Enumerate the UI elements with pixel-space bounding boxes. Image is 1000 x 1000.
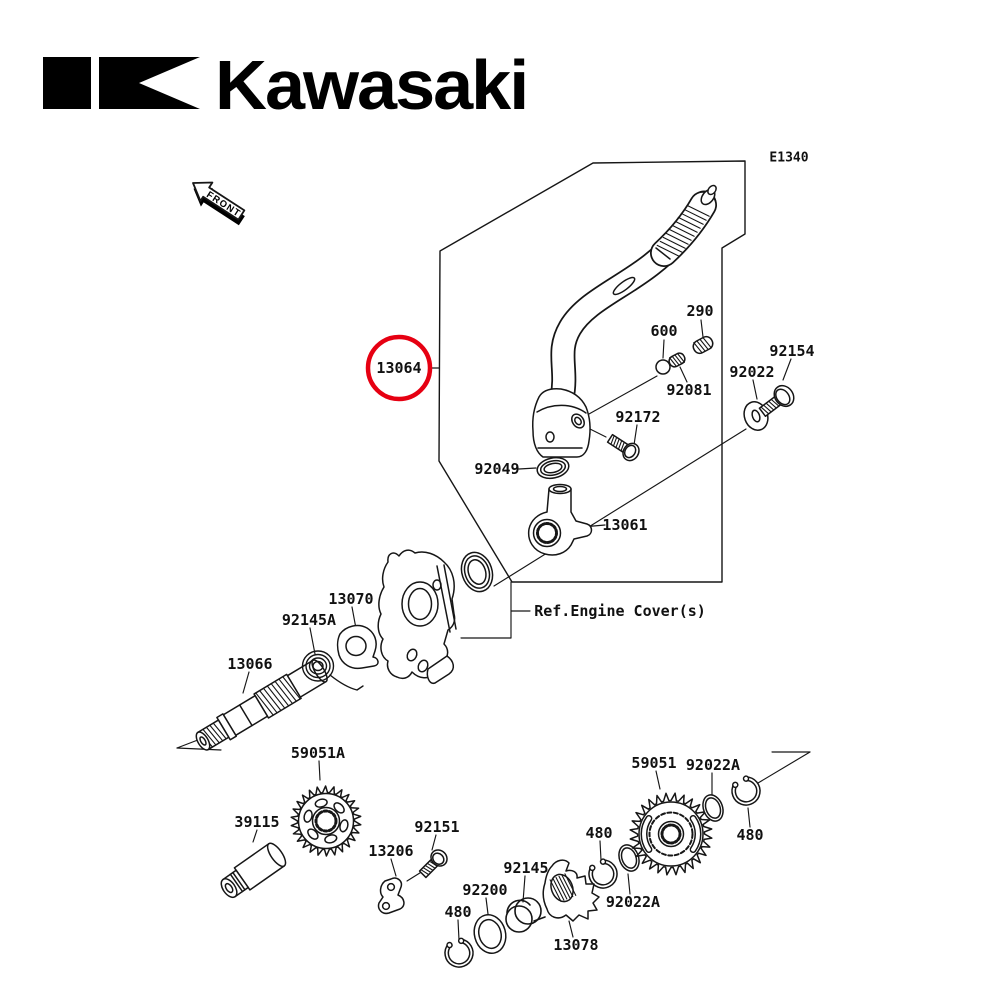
engine-cover-drawing [377,549,457,685]
part-label-92145: 92145 [503,859,549,877]
leader-lines [242,319,792,941]
part-480-circlip-mid [588,858,618,889]
part-label-13070: 13070 [328,590,374,608]
part-label-13061: 13061 [602,516,648,534]
part-label-290: 290 [686,302,714,320]
part-290-spring [692,335,714,355]
part-600-ball [655,359,671,375]
part-92154-bolt [758,384,795,417]
part-label-92022A-lower: 92022A [605,893,661,911]
part-13206-guide [377,877,405,915]
front-arrow: FRONT [192,181,246,226]
part-label-480-right: 480 [736,826,764,844]
part-label-92049: 92049 [474,460,520,478]
ref-engine-cover-label: Ref.Engine Cover(s) [534,602,706,620]
part-92151-bolt [418,849,448,879]
part-39115-shaft [220,842,287,899]
part-label-59051A: 59051A [290,744,346,762]
part-label-92200: 92200 [462,881,508,899]
part-label-480-left: 480 [444,903,472,921]
highlight-circle [365,334,433,402]
assembly-box-outline [438,160,746,583]
part-13064-kick-lever [532,184,717,458]
part-label-92154: 92154 [769,342,815,360]
kawasaki-wordmark: Kawasaki [215,47,529,125]
part-92200-washer [473,913,507,955]
part-92145-spring [505,897,546,933]
part-59051A-gear [290,785,362,857]
part-92022A-washer-lower [618,844,640,872]
part-label-13066: 13066 [227,655,273,673]
part-13070-guide [336,624,379,670]
part-label-59051: 59051 [631,754,677,772]
diagram-code: E1340 [769,150,809,166]
part-13066-kick-shaft [195,659,328,751]
part-92172-bolt [606,433,640,462]
part-label-92151: 92151 [414,818,460,836]
part-label-13064: 13064 [376,359,422,377]
part-92081-spring [668,352,686,368]
part-92049-seal [536,456,570,480]
kawasaki-logo: Kawasaki [43,47,529,125]
part-label-39115: 39115 [234,813,280,831]
part-label-92172: 92172 [615,408,661,426]
part-label-13206: 13206 [368,842,414,860]
part-92145A-spring [301,650,364,691]
part-label-92081: 92081 [666,381,712,399]
kawasaki-river-mark-icon [43,57,200,109]
part-480-circlip-right [731,775,761,806]
part-480-circlip-left [444,937,474,968]
part-label-92145A: 92145A [281,611,337,629]
part-label-13078: 13078 [553,936,599,954]
part-59051-gear [629,792,713,876]
part-label-600: 600 [650,322,678,340]
part-13078-ratchet [542,859,600,922]
part-label-92022: 92022 [729,363,775,381]
part-label-92022A-upper: 92022A [685,756,741,774]
part-92022A-washer-upper [702,794,724,822]
part-label-480-mid: 480 [585,824,613,842]
cover-oil-seal-drawing [460,551,494,593]
part-13061-joint [527,483,593,556]
